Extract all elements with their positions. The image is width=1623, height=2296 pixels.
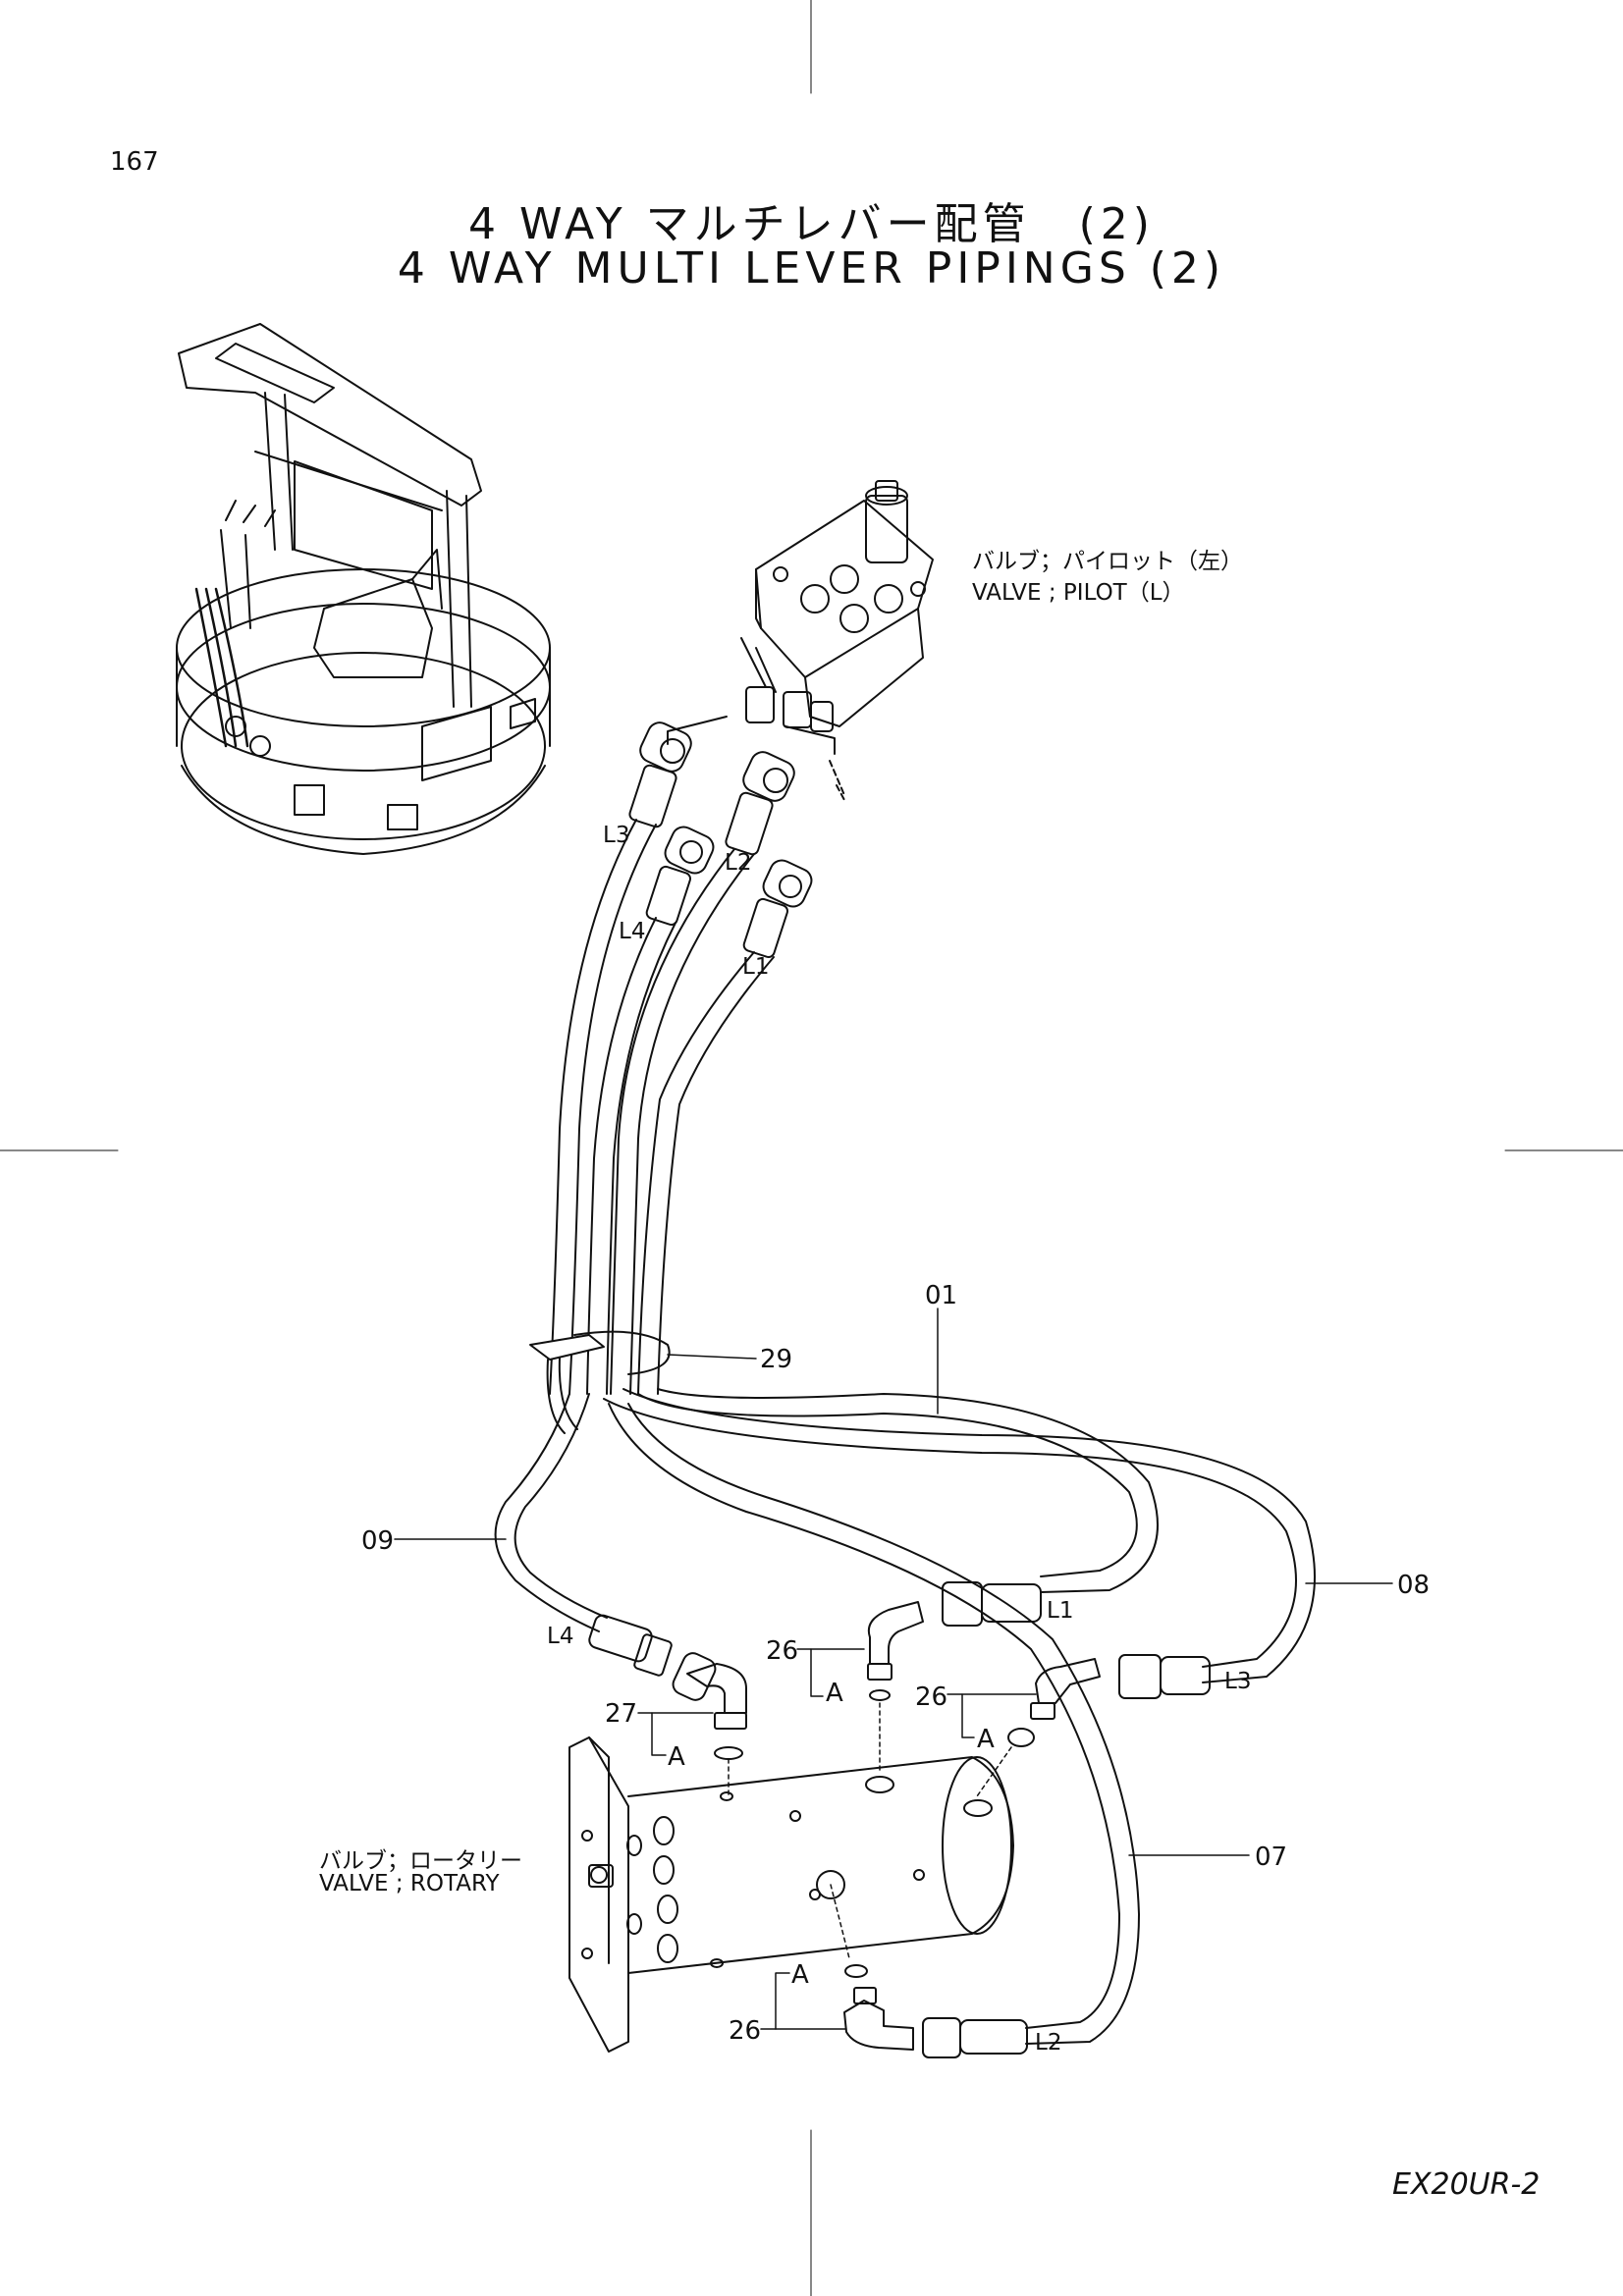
rotary-valve-label-jp: バルブ；ロータリー	[319, 1848, 522, 1874]
callout-26-lower: 26	[729, 2016, 762, 2046]
hose-fitting-l3-bottom	[1118, 1654, 1211, 1699]
section-label-a-left: A	[668, 1742, 685, 1772]
elbow-26-right	[1007, 1658, 1101, 1747]
hose-label-l3-top: L3	[603, 823, 630, 848]
callout-07: 07	[1255, 1842, 1288, 1872]
callout-09: 09	[361, 1526, 395, 1556]
title-japanese: 4 WAY マルチレバー配管 (2)	[468, 199, 1155, 249]
page-number: 167	[110, 147, 159, 177]
rotary-valve-label-en: VALVE ; ROTARY	[319, 1871, 500, 1896]
model-code: EX20UR-2	[1392, 2167, 1541, 2202]
elbow-26-upper	[867, 1601, 924, 1701]
hose-clamp-29	[529, 1330, 757, 1434]
callout-29: 29	[760, 1345, 793, 1374]
rotary-valve	[568, 1736, 1014, 2053]
pilot-valve-label-en: VALVE ; PILOT（L）	[972, 580, 1185, 606]
callout-01: 01	[925, 1281, 958, 1310]
hose-fitting-l1-top	[742, 859, 813, 959]
hose-fitting-l1-bottom	[942, 1581, 1042, 1627]
hose-fitting-l2-top	[725, 751, 795, 856]
section-label-a-upper: A	[826, 1679, 843, 1708]
callout-26-right: 26	[915, 1682, 948, 1712]
section-label-a-lower: A	[791, 1960, 809, 1990]
callout-08: 08	[1397, 1571, 1431, 1600]
callout-27: 27	[605, 1699, 638, 1729]
section-label-a-right: A	[977, 1725, 995, 1754]
hose-fitting-l2-bottom	[922, 2017, 1028, 2058]
callout-brackets	[637, 1648, 1037, 2030]
hose-label-l3-bottom: L3	[1224, 1669, 1252, 1694]
title-english: 4 WAY MULTI LEVER PIPINGS (2)	[397, 243, 1226, 294]
hose-fitting-l4-top	[645, 826, 715, 927]
hose-label-l1-bottom: L1	[1047, 1598, 1074, 1624]
pilot-valve-left	[740, 480, 934, 732]
hose-label-l4-top: L4	[619, 919, 646, 944]
hose-bundle	[494, 819, 1316, 2045]
hose-label-l4-bottom: L4	[547, 1624, 574, 1649]
elbow-26-lower	[843, 1964, 914, 2051]
hose-fitting-l3-top	[628, 716, 836, 828]
elbow-27	[686, 1663, 747, 1760]
callout-26-upper: 26	[766, 1636, 799, 1666]
excavator-overview-illustration	[176, 323, 551, 855]
hose-fitting-l4-bottom	[588, 1614, 717, 1701]
pilot-valve-label-jp: バルブ；パイロット（左）	[972, 549, 1243, 574]
